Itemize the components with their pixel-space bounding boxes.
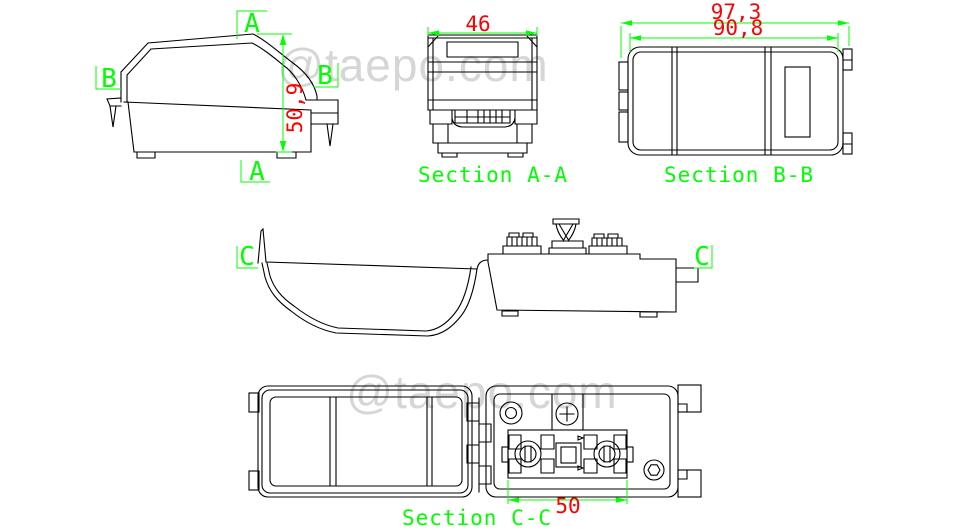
- open-side-view: C C: [236, 218, 713, 337]
- terminal-block: [507, 429, 628, 479]
- terminal-dimension-value: 50: [555, 494, 580, 518]
- height-dimension-value: 50,9: [283, 83, 307, 134]
- body-outline: [627, 46, 844, 156]
- body-arrow-right: [827, 35, 838, 41]
- left-tab-middle: [618, 91, 629, 111]
- watermark-text-top: @taepo.com: [277, 39, 549, 91]
- width-dimension-value: 46: [465, 12, 490, 36]
- mount-screw-hole-inner: [504, 406, 518, 420]
- terminal-arrow-left: [508, 497, 519, 503]
- right-hook-top: [842, 48, 853, 71]
- lid-inner-wall: [261, 389, 469, 494]
- left-tab-top: [618, 61, 629, 91]
- watermark-text-bottom: @taepo.com: [346, 366, 618, 418]
- side-view-outline: [106, 33, 339, 159]
- terminal-screw-left: [514, 440, 542, 468]
- base-hook-notches: [677, 403, 688, 480]
- height-dimension-line: [257, 33, 292, 153]
- dimension-arrow-right: [526, 30, 537, 36]
- cross-screw-slot: [551, 393, 584, 431]
- terminal-screw-slots: [524, 445, 611, 463]
- body-arrow-left: [630, 35, 641, 41]
- lid-tab-top: [248, 392, 260, 413]
- lid-outline: [257, 385, 473, 498]
- center-port: [555, 442, 582, 468]
- base-hook-top: [677, 384, 702, 413]
- bb-dimension-lines: [620, 22, 850, 58]
- lid-dividers-and-hinge: [329, 396, 492, 493]
- c-cut-brackets: [236, 245, 713, 269]
- overall-dimension-value: 97,3: [711, 0, 762, 24]
- dimension-arrow-up: [279, 34, 287, 45]
- center-port-inner: [560, 446, 577, 464]
- dimension-arrow-left: [428, 30, 439, 36]
- terminal-screw-left-inner: [519, 445, 537, 463]
- body-inner-wall: [632, 51, 839, 151]
- section-aa-label: Section A-A: [418, 163, 568, 187]
- dimension-arrow-down: [279, 141, 287, 152]
- section-cc-label: Section C-C: [402, 506, 552, 530]
- cross-screw-head: [555, 402, 579, 426]
- terminal-screw-right: [593, 440, 621, 468]
- section-bb-view: 97,3 90,8 Section B-B: [618, 0, 853, 187]
- section-cut-brackets: [95, 10, 339, 183]
- section-aa-view: 46 Section A-A: [418, 12, 568, 187]
- terminal-cells: [508, 434, 627, 474]
- hex-screw-socket: [647, 464, 661, 476]
- section-marker-b-left: B: [101, 64, 117, 94]
- lid-tab-bottom: [248, 470, 260, 491]
- section-marker-b-right: B: [317, 61, 333, 91]
- right-hook-bottom: [842, 132, 853, 155]
- terminal-block-tab-right: [626, 446, 634, 463]
- section-aa-outline: [427, 34, 538, 158]
- mount-screw-hole: [499, 401, 523, 425]
- terminal-screw-right-inner: [598, 445, 616, 463]
- side-view-closed: A A B B 50,9: [95, 9, 339, 187]
- body-rib-lines: [671, 46, 853, 156]
- overall-arrow-right: [838, 20, 849, 26]
- width-dimension-line: [427, 27, 538, 36]
- base-inner-wall: [493, 393, 671, 490]
- base-hook-bottom: [677, 469, 702, 498]
- base-outline: [485, 385, 679, 498]
- section-bb-label: Section B-B: [664, 163, 814, 187]
- overall-arrow-left: [621, 20, 632, 26]
- lid-inner-panel: [269, 396, 463, 487]
- terminal-arrow-right: [616, 497, 627, 503]
- label-slot: [784, 66, 811, 138]
- hex-screw-head: [643, 459, 665, 481]
- body-dimension-value: 90,8: [713, 16, 764, 40]
- open-view-outline: [257, 218, 699, 337]
- section-cc-view: 50 Section C-C: [248, 384, 702, 530]
- section-marker-c-right: C: [694, 242, 710, 272]
- section-marker-a-bottom: A: [249, 157, 265, 187]
- terminal-block-tab-left: [501, 446, 509, 463]
- section-marker-a-top: A: [244, 9, 260, 39]
- left-tab-bottom: [618, 111, 629, 143]
- section-marker-c-left: C: [239, 242, 255, 272]
